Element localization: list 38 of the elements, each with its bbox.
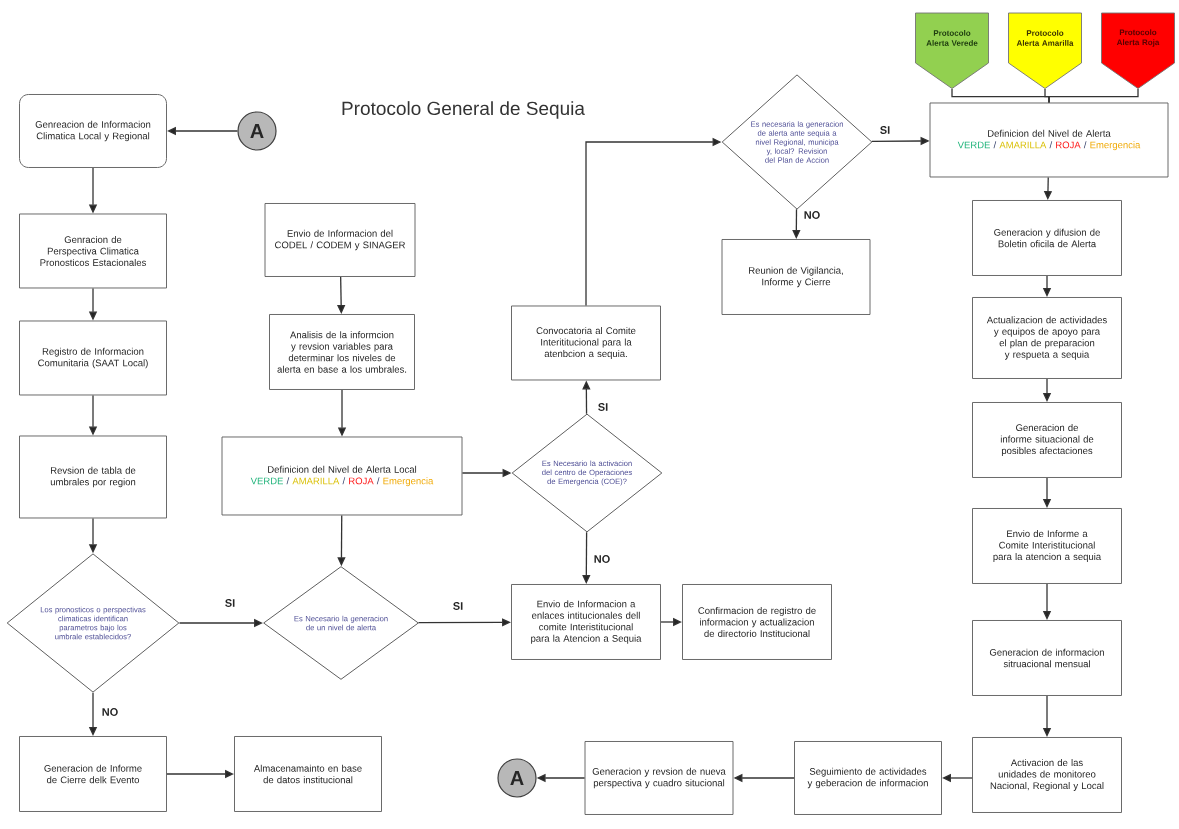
- process-box: Genracion de Perspectiva Climatica Pronosticos Estacionales: [19, 213, 167, 289]
- edge-label: NO: [592, 554, 612, 564]
- arrow: [417, 618, 511, 627]
- connector-line: [1048, 88, 1139, 104]
- process-box: Almacenamainto en base de datos institucional: [234, 736, 382, 812]
- process-box: Generacion de Informe de Cierre delk Evento: [19, 736, 167, 812]
- process-box: Actualizacion de actividades y equipos de apoyo para el plan de preparacion y respueta a sequia: [972, 297, 1122, 379]
- edge-label: SI: [451, 601, 465, 611]
- edge-label: SI: [596, 402, 610, 412]
- process-box: Definicion del Nivel de Alerta Local VERDE / AMARILLA / ROJA / Emergencia: [221, 436, 463, 516]
- process-box: Analisis de la informcion y revsion variables para determinar los niveles de alerta en base a los umbrales.: [269, 314, 415, 390]
- process-box: Envio de Informacion a enlaces intitucionales dell comite Interistitucional para la Atencion a Sequia: [511, 584, 661, 660]
- title: Protocolo General de Sequia: [342, 101, 585, 119]
- edge-label: NO: [100, 707, 120, 717]
- process-box: Generacion de informe situacional de posibles afectaciones: [972, 402, 1122, 478]
- edge-label: NO: [802, 210, 822, 220]
- start-box: Genreacion de Informacion Climatica Local y Regional: [19, 94, 167, 168]
- process-box: Registro de Informacion Comunitaria (SAAT Local): [19, 320, 167, 396]
- process-box: Generacion de informacion sitruacional mensual: [972, 620, 1122, 696]
- process-box: Revsion de tabla de umbrales por region: [19, 435, 167, 519]
- arrow: [792, 208, 801, 239]
- process-box: Envio de Informe a Comite Interistitucional para la atencion a sequia: [972, 508, 1122, 584]
- process-box: Generacion y revsion de nueva perspectiva y cuadro situcional: [584, 741, 734, 815]
- arrow: [337, 276, 346, 314]
- process-box: Reunion de Vigilancia, Informe y Cierre: [721, 239, 871, 315]
- process-box: Seguimiento de actividades y geberacion de informacion: [794, 741, 942, 815]
- process-box: Convocatoria al Comite Interititucional para la atenbcion a sequia.: [511, 305, 661, 381]
- protocol-shield: Protocolo Alerta Verede: [915, 12, 989, 89]
- process-box: Generacion y difusion de Boletin oficila de Alerta: [972, 200, 1122, 276]
- process-box: Confirmacion de registro de informacion y actualizacion de directorio Institucional: [682, 584, 832, 660]
- process-box: Definicion del Nivel de Alerta VERDE / AMARILLA / ROJA / Emergencia: [929, 102, 1169, 178]
- protocol-shield: Protocolo Alerta Amarilla: [1008, 12, 1082, 89]
- edge-label: SI: [878, 125, 892, 135]
- arrow: [582, 531, 591, 584]
- protocol-shield: Protocolo Alerta Roja: [1101, 12, 1175, 89]
- process-box: Activacion de las unidades de monitoreo Nacional, Regional y Local: [972, 737, 1122, 813]
- process-box: Envio de Informacion del CODEL / CODEM y SINAGER: [264, 203, 416, 277]
- edge-label: SI: [223, 598, 237, 608]
